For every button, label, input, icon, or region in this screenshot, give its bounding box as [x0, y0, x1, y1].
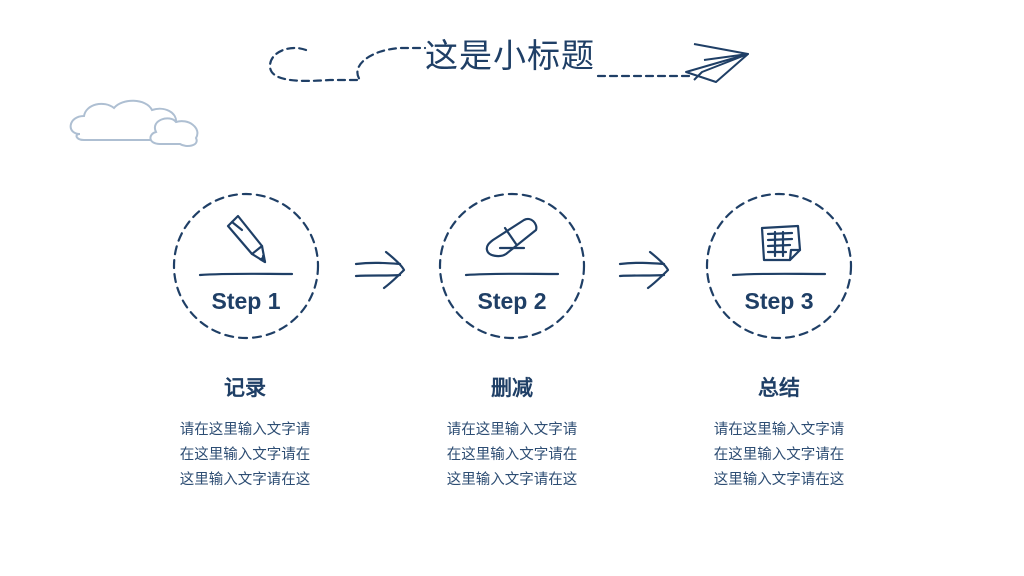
page-title: 这是小标题: [425, 36, 595, 75]
step-2-desc-line: 这里输入文字请在这: [446, 472, 578, 488]
arrow-right-icon: [618, 250, 670, 290]
step-2-circle: [438, 192, 586, 340]
step-2-description: 请在这里输入文字请 在这里输入文字请在 这里输入文字请在这: [427, 418, 597, 494]
step-1-divider: [198, 272, 294, 277]
step-3-title: 总结: [758, 376, 800, 400]
step-1-desc-line: 在这里输入文字请在: [179, 447, 311, 463]
step-3-desc-line: 这里输入文字请在这: [713, 472, 845, 488]
title-dashed-ribbon: [268, 46, 692, 82]
step-2-label: Step 2: [477, 288, 547, 314]
paper-plane-icon: [685, 43, 749, 83]
step-1-description: 请在这里输入文字请 在这里输入文字请在 这里输入文字请在这: [160, 418, 330, 494]
step-1-desc-line: 这里输入文字请在这: [179, 472, 311, 488]
pencil-icon: [226, 214, 267, 264]
step-1-label: Step 1: [211, 288, 281, 314]
step-3-label: Step 3: [744, 288, 814, 314]
step-3-description: 请在这里输入文字请 在这里输入文字请在 这里输入文字请在这: [694, 418, 864, 494]
step-1-desc-line: 请在这里输入文字请: [179, 422, 311, 438]
step-2-title: 删减: [491, 376, 533, 400]
step-1-title: 记录: [224, 376, 266, 400]
arrow-right-icon: [354, 250, 406, 290]
document-icon: [760, 224, 802, 262]
step-3-circle: [705, 192, 853, 340]
eraser-icon: [485, 217, 538, 258]
step-3-desc-line: 在这里输入文字请在: [713, 447, 845, 463]
cloud-icon: [69, 99, 199, 147]
step-2-desc-line: 请在这里输入文字请: [446, 422, 578, 438]
step-1-circle: [172, 192, 320, 340]
step-3-desc-line: 请在这里输入文字请: [713, 422, 845, 438]
step-2-desc-line: 在这里输入文字请在: [446, 447, 578, 463]
step-2-divider: [464, 272, 560, 277]
step-3-divider: [731, 272, 827, 277]
